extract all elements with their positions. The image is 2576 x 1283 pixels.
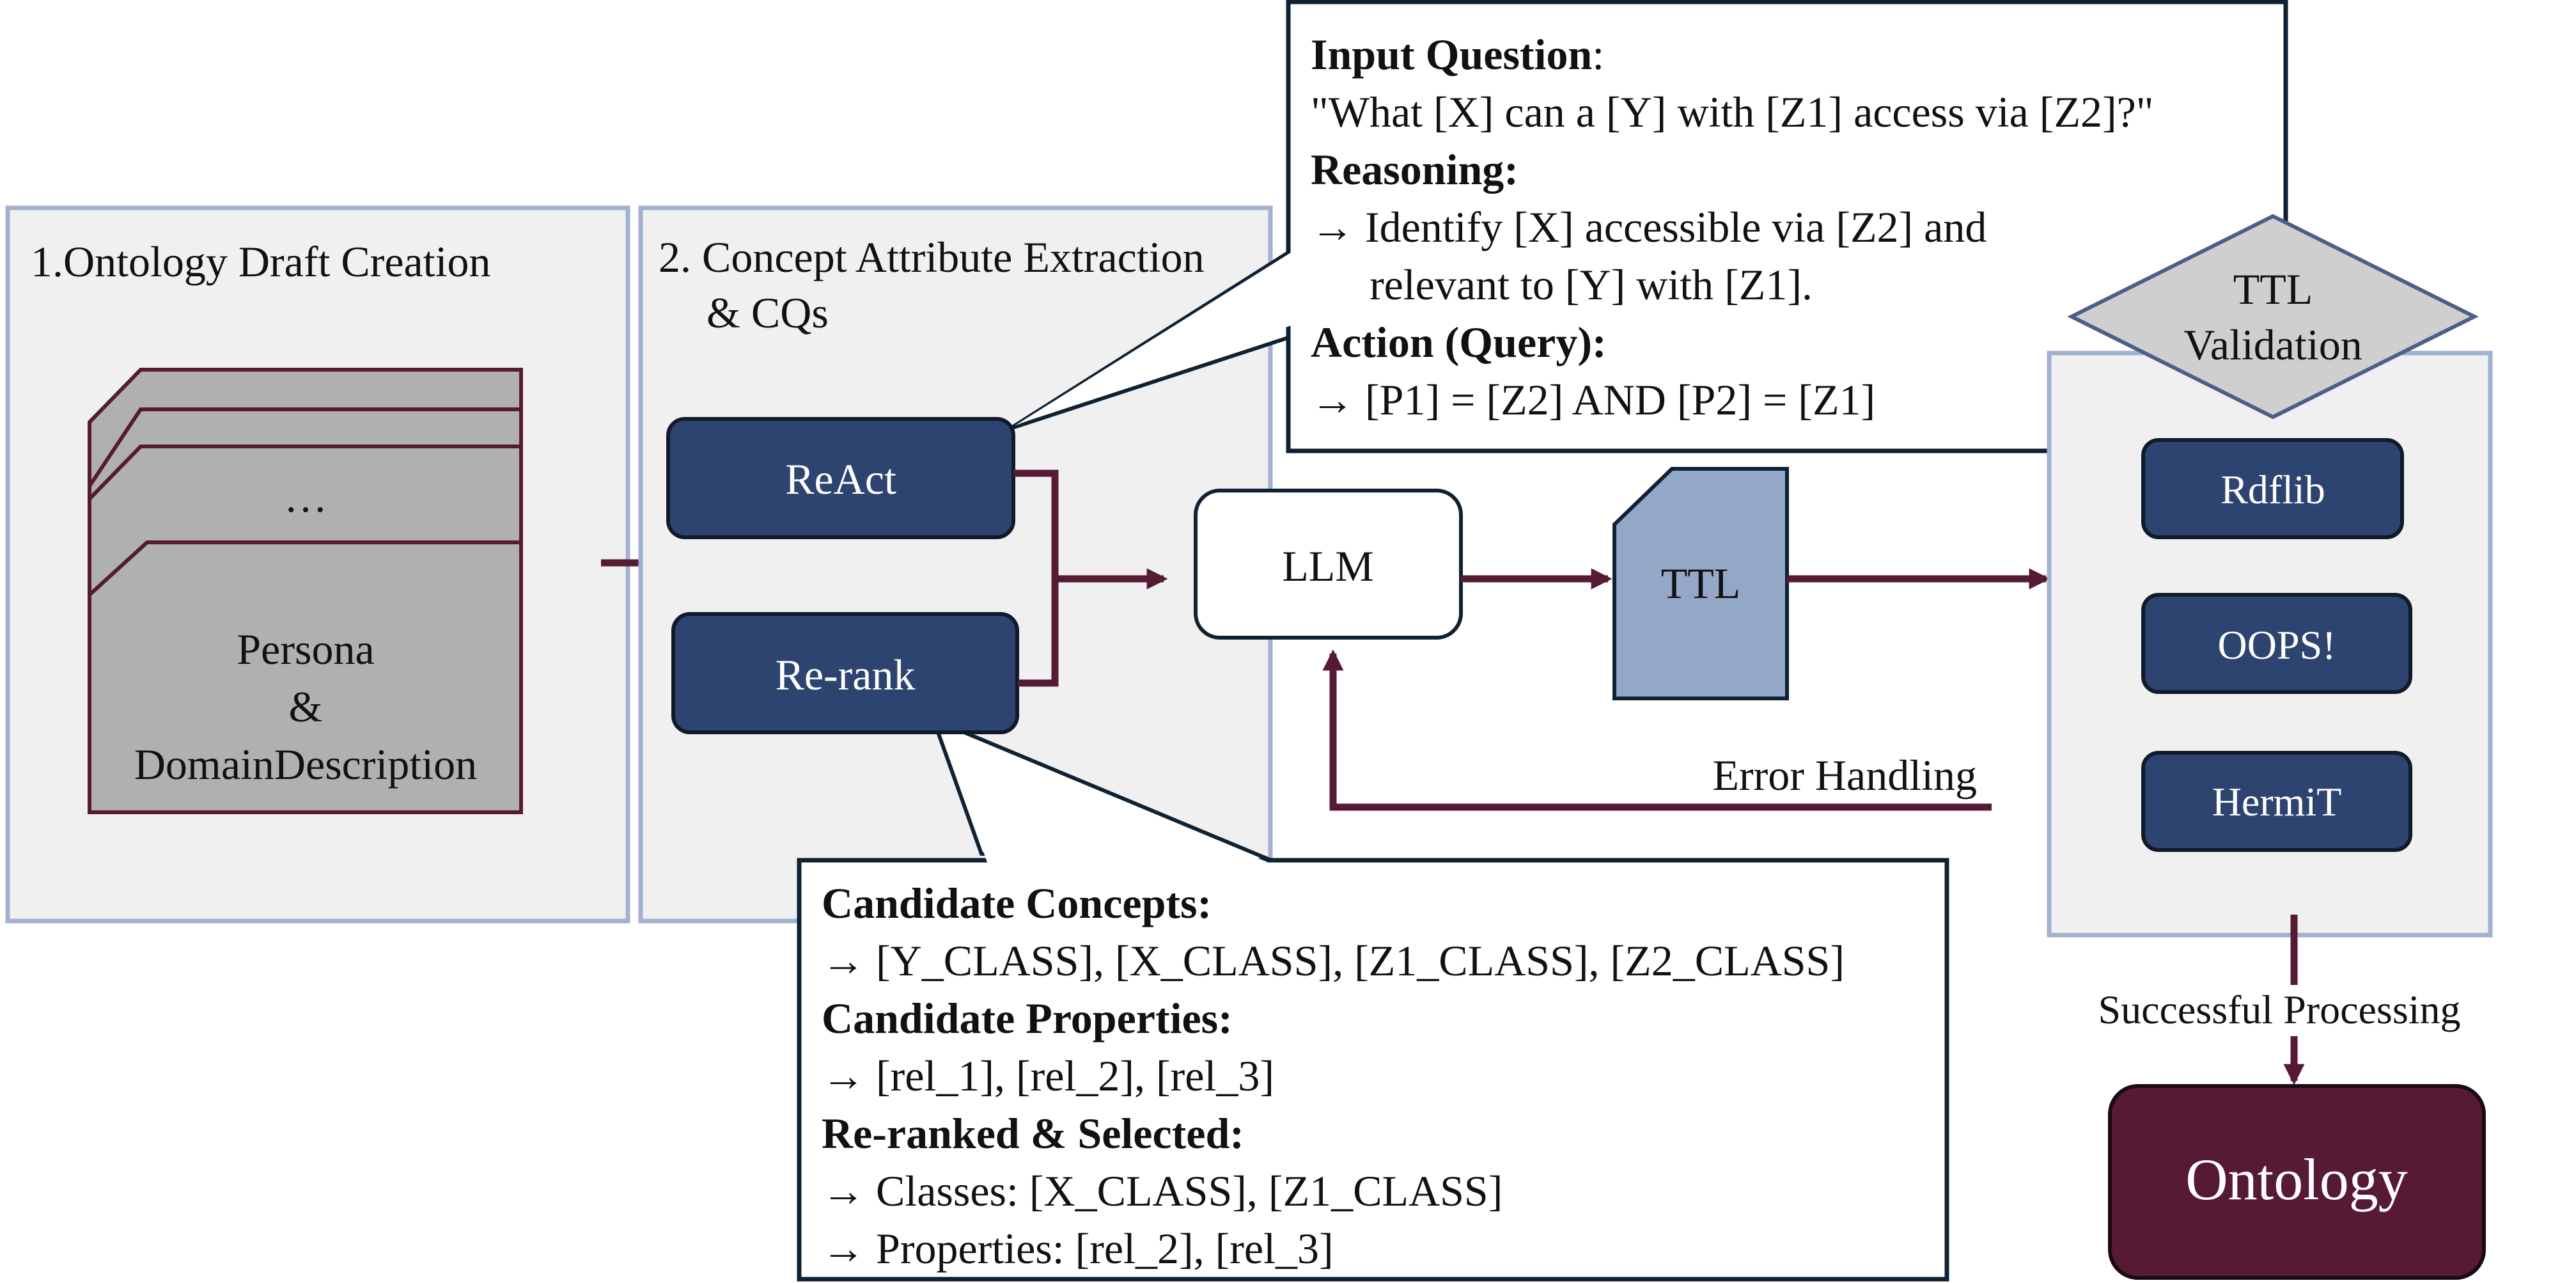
- rerank-concepts-heading: Candidate Concepts:: [822, 879, 1212, 927]
- react-action-heading: Action (Query):: [1311, 318, 1607, 366]
- rerank-button: Re-rank: [671, 612, 1019, 734]
- rerank-properties-heading: Candidate Properties:: [822, 994, 1233, 1043]
- llm-box: LLM: [1194, 489, 1463, 640]
- validation-diamond: TTL Validation: [2067, 214, 2479, 420]
- react-reasoning-heading: Reasoning:: [1311, 145, 1518, 194]
- llm-label: LLM: [1282, 542, 1374, 590]
- stage2-title-line1: 2. Concept Attribute Extraction: [659, 233, 1205, 281]
- tool-hermit-label: HermiT: [2212, 779, 2342, 824]
- stage2-panel: 2. Concept Attribute Extraction & CQs: [638, 205, 1273, 924]
- react-action-text: → [P1] = [Z2] AND [P2] = [Z1]: [1311, 375, 1875, 424]
- diamond-line1: TTL: [2233, 265, 2313, 313]
- tool-rdflib-label: Rdflib: [2221, 467, 2325, 512]
- doc-line-persona: Persona: [237, 625, 374, 673]
- success-label: Successful Processing: [2098, 987, 2460, 1032]
- doc-line-domain: DomainDescription: [134, 740, 477, 789]
- rerank-button-label: Re-rank: [775, 650, 915, 699]
- react-button: ReAct: [666, 417, 1015, 539]
- ontology-box: Ontology: [2108, 1084, 2486, 1280]
- rerank-selected-properties: → Properties: [rel_2], [rel_3]: [822, 1224, 1334, 1273]
- react-reasoning-line1: → Identify [X] accessible via [Z2] and: [1311, 203, 1987, 251]
- ttl-label: TTL: [1661, 559, 1741, 608]
- rerank-selected-heading: Re-ranked & Selected:: [822, 1109, 1244, 1158]
- error-loop: Error Handling: [1322, 649, 1992, 811]
- validation-panel: TTL Validation Rdflib OOPS! HermiT: [2047, 214, 2493, 938]
- rerank-selected-classes: → Classes: [X_CLASS], [Z1_CLASS]: [822, 1167, 1503, 1215]
- stage1-panel: 1.Ontology Draft Creation … Persona & Do…: [5, 205, 630, 924]
- stage1-title: 1.Ontology Draft Creation: [31, 237, 491, 286]
- document-stack: … Persona & DomainDescription: [88, 368, 523, 814]
- tool-oops-label: OOPS!: [2218, 622, 2336, 668]
- error-handling-label: Error Handling: [1712, 751, 1977, 799]
- merge-connector: [1013, 469, 1168, 687]
- react-input-text: "What [X] can a [Y] with [Z1] access via…: [1311, 88, 2154, 136]
- ttl-file: TTL: [1612, 467, 1789, 700]
- rerank-callout: Candidate Concepts: → [Y_CLASS], [X_CLAS…: [797, 716, 1949, 1282]
- doc-line-ampersand: &: [289, 682, 323, 731]
- tool-oops: OOPS!: [2141, 593, 2412, 694]
- diamond-line2: Validation: [2183, 320, 2362, 369]
- rerank-properties-text: → [rel_1], [rel_2], [rel_3]: [822, 1051, 1274, 1100]
- tool-rdflib: Rdflib: [2141, 438, 2404, 539]
- stage2-title-line2: & CQs: [706, 288, 829, 337]
- react-reasoning-line2: relevant to [Y] with [Z1].: [1370, 260, 1813, 309]
- rerank-concepts-text: → [Y_CLASS], [X_CLASS], [Z1_CLASS], [Z2_…: [822, 936, 1845, 985]
- tool-hermit: HermiT: [2141, 751, 2412, 852]
- react-input-heading: Input Question:: [1311, 30, 1604, 79]
- react-button-label: ReAct: [785, 455, 896, 503]
- doc-ellipsis: …: [284, 473, 327, 521]
- react-callout: Input Question: "What [X] can a [Y] with…: [1009, 0, 2288, 453]
- ontology-label: Ontology: [2185, 1147, 2408, 1212]
- success-arrow: Successful Processing: [2098, 915, 2461, 1085]
